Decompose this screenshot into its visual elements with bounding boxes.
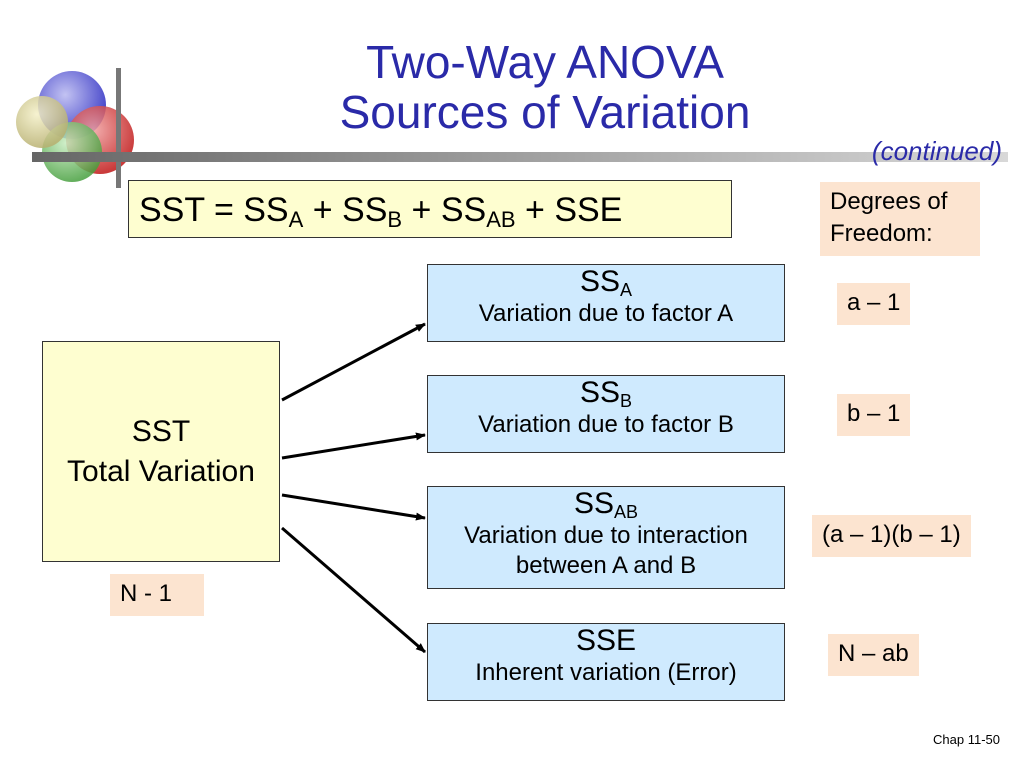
dof-error: N – ab [828, 634, 919, 676]
arrow-to-ssab [281, 493, 426, 521]
arrow-to-ssb [281, 432, 426, 460]
sum-of-squares-equation: SST = SSA + SSB + SSAB + SSE [128, 180, 732, 238]
ssab-label: SS [573, 487, 614, 520]
ssa-sub: A [620, 280, 633, 300]
degrees-of-freedom-header: Degrees of Freedom: [820, 182, 980, 256]
ssa-label: SS [579, 265, 620, 298]
continued-label: (continued) [871, 136, 1002, 166]
slide-title-line2: Sources of Variation [339, 86, 751, 138]
eq-part-plus2: + SS [402, 191, 487, 229]
eq-part-sst: SST = SS [139, 191, 289, 229]
arrow-to-ssa [281, 322, 426, 402]
eq-part-tail: + SSE [515, 191, 623, 229]
eq-part-plus1: + SS [303, 191, 388, 229]
source-name-ssab: SSAB [428, 487, 784, 521]
total-name: SST [131, 414, 191, 448]
source-name-sse: SSE [575, 624, 637, 657]
total-variation-box: SST Total Variation [42, 341, 280, 562]
decorative-circles-logo [16, 68, 134, 188]
ssb-sub: B [620, 391, 633, 411]
source-desc-ssb: Variation due to factor B [478, 411, 734, 438]
source-box-factor-b: SSB Variation due to factor B [427, 375, 785, 453]
source-desc-ssab-line1: Variation due to interaction [464, 522, 748, 549]
slide-footer: Chap 11-50 [933, 732, 1000, 747]
eq-sub-ab: AB [486, 207, 516, 232]
source-desc-ssab-line2: between A and B [515, 552, 697, 579]
eq-sub-b: B [387, 207, 403, 232]
dof-interaction: (a – 1)(b – 1) [812, 515, 971, 557]
source-name-ssb: SSB [428, 376, 784, 410]
slide-title-line1: Two-Way ANOVA [366, 36, 724, 88]
source-desc-sse: Inherent variation (Error) [475, 659, 737, 686]
source-box-factor-a: SSA Variation due to factor A [427, 264, 785, 342]
source-desc-ssa: Variation due to factor A [478, 300, 734, 327]
dof-header-line1: Degrees of [830, 188, 948, 215]
source-name-ssa: SSA [428, 265, 784, 299]
source-box-error: SSE Inherent variation (Error) [427, 623, 785, 701]
source-box-interaction: SSAB Variation due to interaction betwee… [427, 486, 785, 589]
arrow-to-sse [281, 526, 426, 654]
dof-header-line2: Freedom: [830, 220, 933, 247]
ssab-sub: AB [614, 502, 639, 522]
dof-factor-a: a – 1 [837, 283, 911, 325]
total-desc: Total Variation [67, 454, 255, 488]
dof-total: N - 1 [110, 574, 204, 616]
ssb-label: SS [579, 376, 620, 409]
dof-factor-b: b – 1 [837, 394, 911, 436]
eq-sub-a: A [288, 207, 304, 232]
title-divider-line [32, 152, 1008, 162]
